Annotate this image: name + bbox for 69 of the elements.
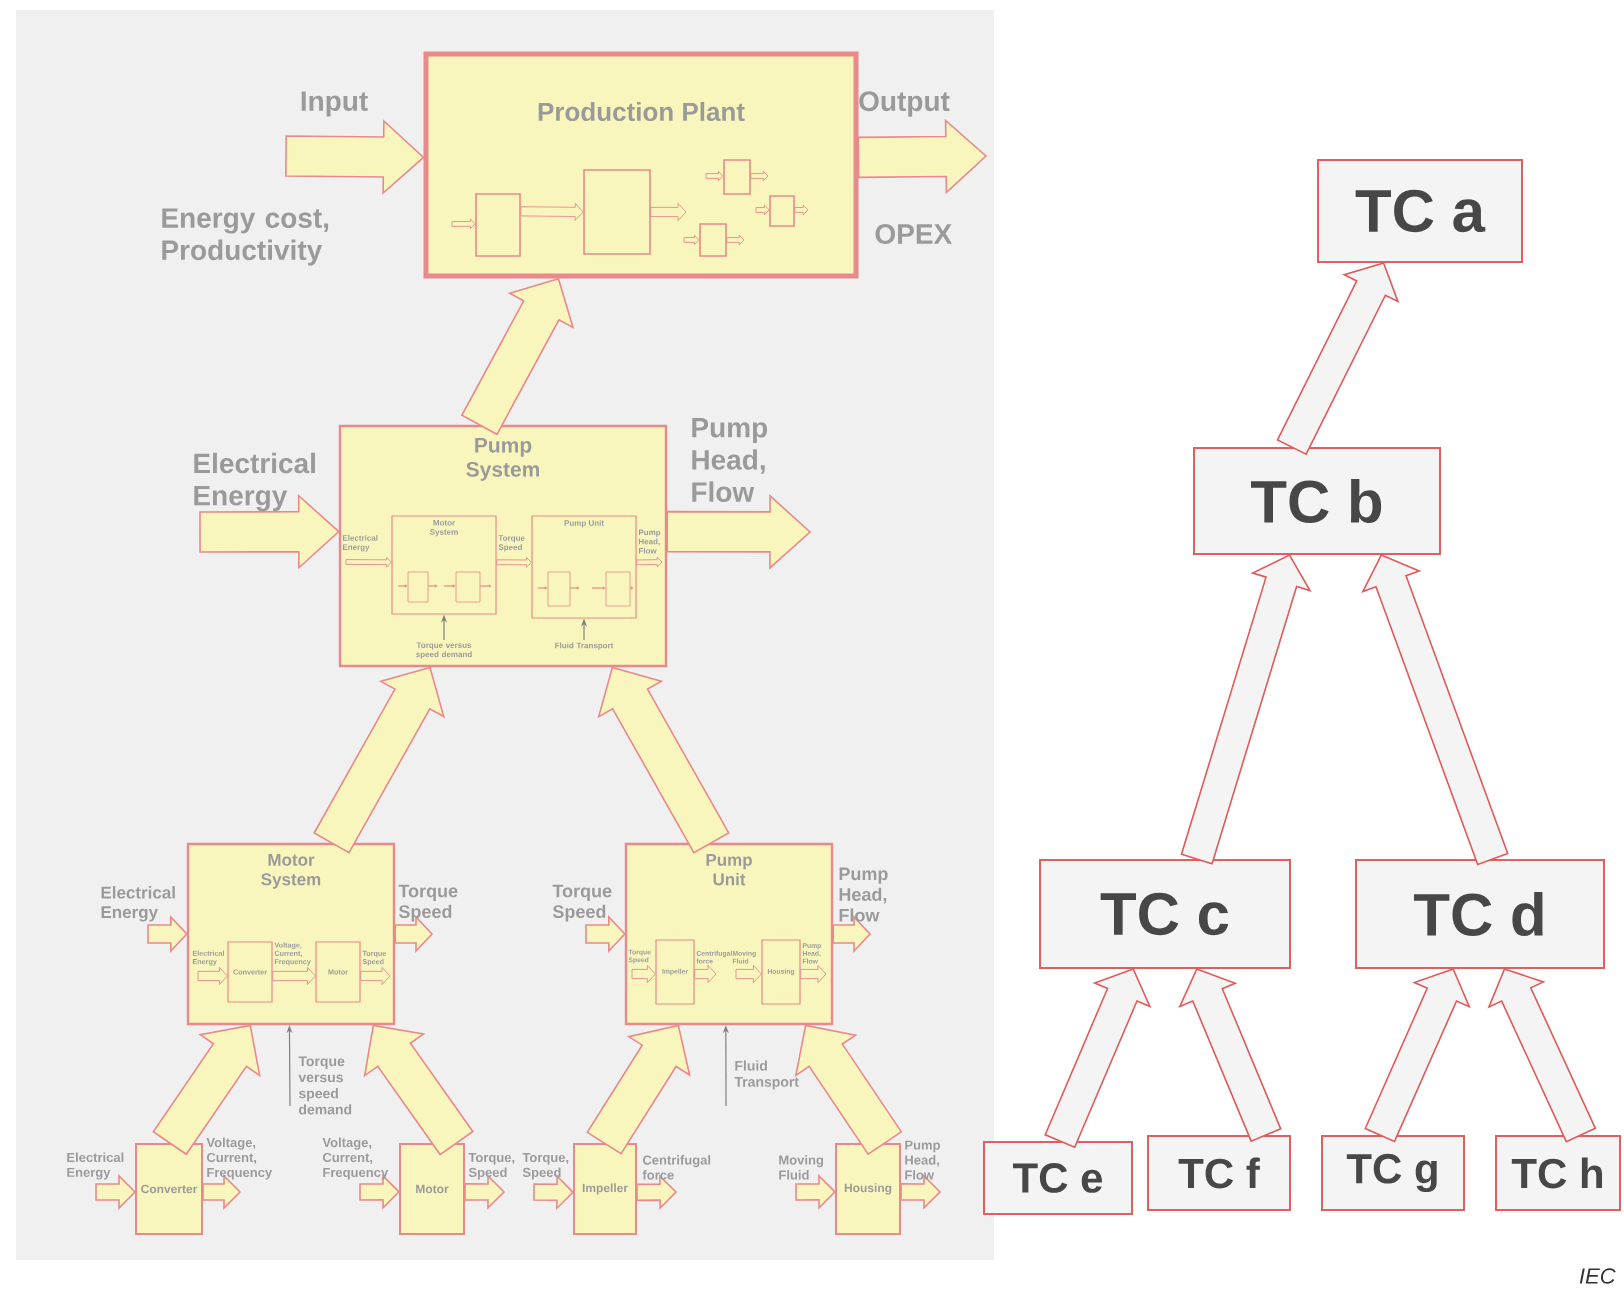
block-arrow [650,202,687,222]
block-arrow [735,964,762,984]
block-arrow [857,118,988,195]
block-arrow [363,1024,474,1156]
block-arrow [705,170,724,182]
block-arrow [1361,554,1509,866]
block-arrow [533,1174,575,1211]
tc-box: TC d [1355,859,1605,969]
edge-label: Output [859,91,950,117]
block-arrow [750,170,769,182]
block-arrow [359,1174,401,1210]
block-arrow [520,202,584,221]
block-arrow [795,1174,837,1210]
edge-label: Torque Speed [398,884,458,922]
tc-box: TC b [1193,447,1441,555]
block-arrow [586,1024,691,1155]
block-arrow [683,234,700,246]
block-arrow [285,119,425,195]
block-arrow [1364,968,1471,1143]
block-arrow [394,914,434,953]
tc-box: TC h [1495,1135,1621,1211]
block-arrow [800,964,827,984]
edge-label: Pump Head, Flow [692,418,768,502]
block-arrow [666,494,812,570]
source-label: IEC [1579,1268,1616,1284]
block-arrow [313,666,446,854]
edge-label: Electrical Energy [194,452,315,512]
block-box [723,159,751,195]
block-arrow [900,1174,942,1210]
block-box [699,223,727,257]
block-arrow [726,234,745,246]
block-arrow [1180,553,1312,865]
edge-label: Torque Speed [552,884,612,922]
block-arrow [636,1174,678,1211]
block-arrow [147,914,188,953]
tc-box: TC e [983,1141,1133,1215]
block-arrow [197,966,228,986]
block-arrow [694,964,717,984]
block-arrow [199,493,340,570]
edge-label: Electrical Energy [101,886,175,922]
tc-box: TC g [1321,1135,1465,1211]
tc-box: TC f [1147,1135,1291,1211]
block-arrow [832,914,872,953]
text-label: OPEX [875,224,952,244]
block-arrow [202,1174,242,1210]
block-arrow [1487,968,1597,1143]
block-arrow [272,966,316,986]
block-arrow [636,556,663,568]
block-arrow [597,666,730,854]
text-label: Energy cost, Productivity [162,208,329,266]
block-arrow [1044,968,1152,1149]
tc-box: TC c [1039,859,1291,969]
tc-box: TC a [1317,159,1523,263]
block-arrow [496,557,532,568]
block-box [475,193,521,257]
block-arrow [95,1174,137,1210]
block-box [769,195,795,227]
edge-label: Pump Head, Flow [839,867,888,922]
block-arrow [152,1024,261,1156]
block-arrow [794,204,809,216]
block-box [583,169,651,255]
block-arrow [755,204,770,216]
block-arrow [464,1174,506,1210]
block-arrow [360,966,391,986]
block-arrow [345,556,392,568]
block-arrow [631,964,656,984]
block-arrow [585,914,626,953]
block-arrow [451,218,476,230]
edge-label: Input [301,91,368,117]
